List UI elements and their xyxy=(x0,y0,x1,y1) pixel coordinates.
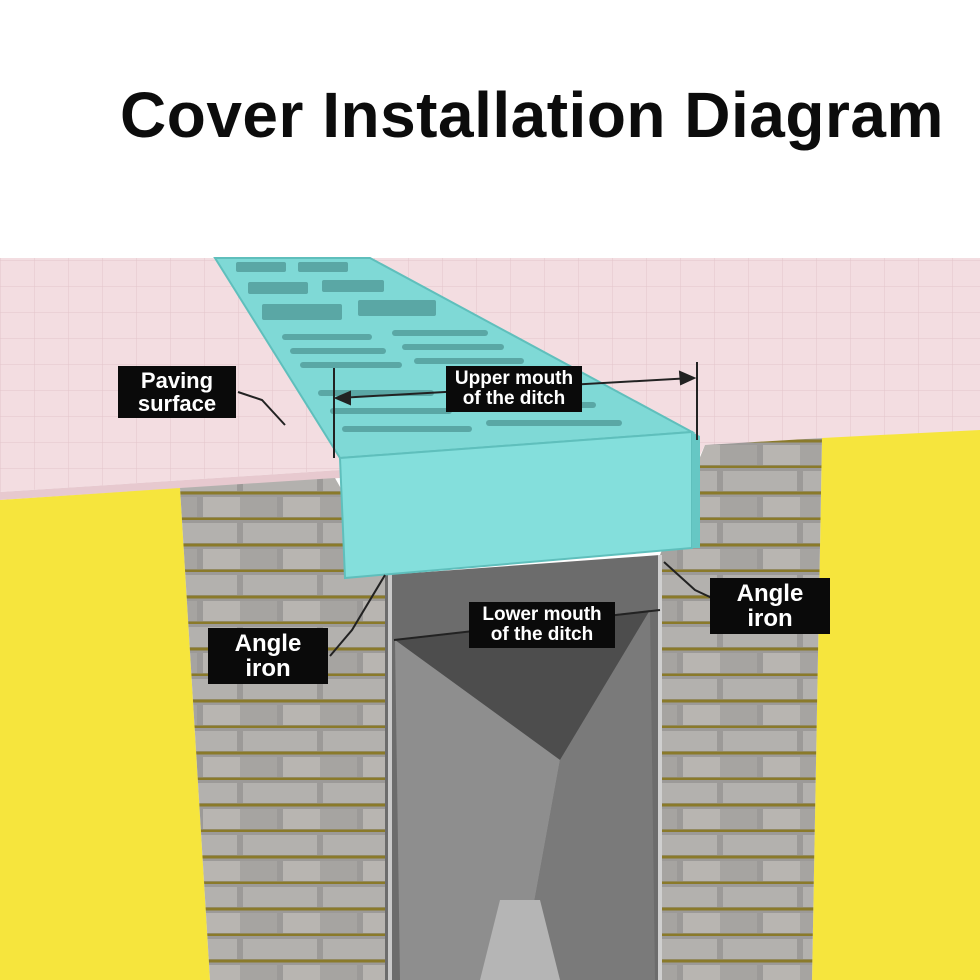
diagram-title: Cover Installation Diagram xyxy=(120,79,944,151)
paving-edge xyxy=(0,470,340,500)
soil-left xyxy=(0,488,210,980)
channel-inner-mid xyxy=(520,610,655,980)
channel-inner-light xyxy=(395,640,560,980)
label-lower-mouth: Lower mouth of the ditch xyxy=(469,602,615,648)
label-upper-mouth: Upper mouth of the ditch xyxy=(446,366,582,412)
label-paving-surface: Paving surface xyxy=(118,366,236,419)
grating-side-face xyxy=(692,432,700,548)
brick-wall-left xyxy=(180,478,390,980)
brick-wall-right xyxy=(660,438,822,980)
label-angle-iron-right: Angle iron xyxy=(710,578,830,635)
channel-bottom-highlight xyxy=(480,900,560,980)
soil-right xyxy=(812,430,980,980)
grating-front-face xyxy=(338,430,693,580)
leader-lines xyxy=(237,391,713,657)
label-angle-iron-left: Angle iron xyxy=(208,628,328,685)
